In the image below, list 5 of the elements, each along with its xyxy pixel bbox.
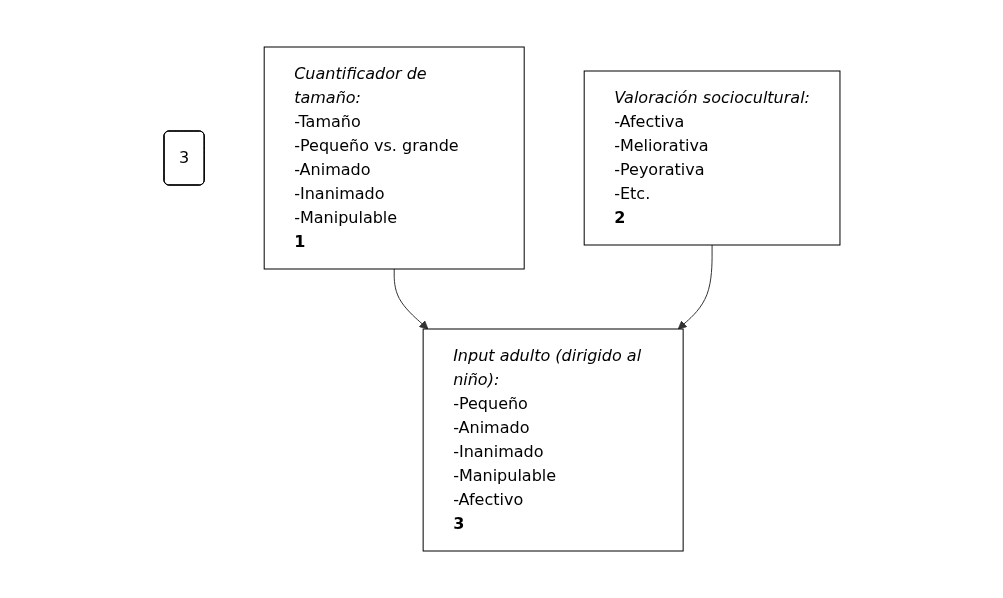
arrow — [677, 244, 713, 330]
node-box: Valoración sociocultural: -Afectiva -Meliorativa -Peyorativa -Etc. 2 — [583, 70, 840, 246]
node-box: Input adulto (dirigido al niño): -Pequeño -Animado -Inanimado -Manipulable -Afectivo 3 — [422, 328, 684, 552]
arrow — [393, 268, 428, 330]
node-box: Cuantificador de tamaño: -Tamaño -Pequeño vs. grande -Animado -Inanimado -Manipulable 1 — [263, 46, 525, 270]
